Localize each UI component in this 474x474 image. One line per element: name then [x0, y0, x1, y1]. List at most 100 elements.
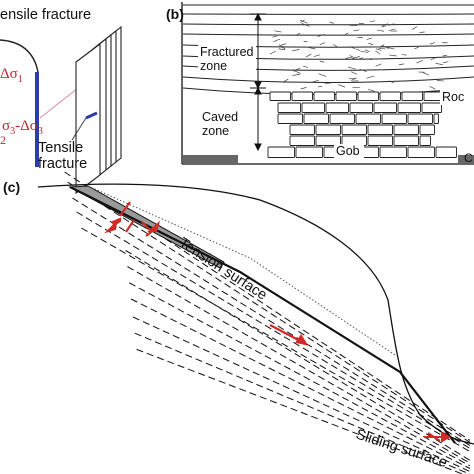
- fracture-tick: [389, 54, 397, 57]
- fracture-tick: [414, 46, 419, 50]
- fracture-tick: [383, 45, 389, 49]
- fracture-tick: [352, 56, 360, 60]
- fracture-tick: [370, 58, 375, 61]
- fracture-tick: [350, 77, 357, 81]
- panel-b-fractures: [269, 19, 449, 92]
- caved-block: [325, 102, 349, 113]
- fracture-tick: [430, 57, 436, 61]
- tension-arrows: [104, 201, 161, 237]
- fracture-tick: [273, 38, 281, 43]
- fracture-tick: [443, 61, 449, 63]
- caved-block: [407, 146, 435, 158]
- fracture-tick: [281, 43, 287, 46]
- caved-block: [419, 135, 431, 146]
- fracture-tick: [305, 53, 312, 58]
- fracture-tick: [366, 75, 375, 79]
- gob-label-bg: [334, 144, 364, 158]
- caved-block: [329, 113, 355, 124]
- caved-label-bg: [200, 107, 244, 139]
- fracture-tick: [283, 78, 289, 82]
- caved-block: [295, 146, 323, 158]
- fracture-tick: [324, 82, 332, 84]
- caved-block: [357, 91, 379, 101]
- fracture-tick: [349, 55, 355, 59]
- zone-dimension-arrows: [250, 12, 266, 152]
- caved-block: [313, 91, 335, 101]
- panel-b-tag: (b): [166, 6, 184, 22]
- fracture-tick: [303, 65, 309, 68]
- fracture-tick: [293, 70, 301, 74]
- rock-plates: [75, 25, 122, 195]
- fracture-tick: [360, 50, 368, 53]
- fracture-tick: [294, 32, 301, 36]
- stratum-line: [182, 33, 474, 36]
- stratum-dash: [128, 282, 471, 467]
- fracture-tick: [359, 68, 367, 73]
- fracture-tick: [317, 34, 325, 37]
- fracture-tick: [318, 73, 327, 77]
- stratum-line: [182, 76, 474, 83]
- stratum-dash: [127, 266, 471, 464]
- sigma3-a-sub: 3: [10, 126, 15, 137]
- caved-block: [269, 91, 291, 101]
- fracture-tick: [358, 57, 363, 60]
- fracture-tick: [279, 45, 286, 50]
- fracture-tick: [274, 30, 282, 33]
- fracture-tick: [319, 42, 326, 46]
- fracture-tick: [369, 20, 376, 23]
- caved-block: [289, 135, 315, 146]
- panel-c: (c) Tension surface: [3, 171, 474, 474]
- stratum-dash: [130, 298, 471, 469]
- caved-block: [397, 102, 421, 113]
- gob-label: Gob: [336, 144, 360, 158]
- caved-block: [355, 113, 381, 124]
- stratum-dash: [132, 316, 471, 472]
- fracture-tick: [351, 71, 357, 75]
- fracture-tick: [299, 19, 308, 24]
- caved-block: [267, 146, 295, 158]
- fracture-tick: [279, 44, 285, 48]
- delta-sigma1-label: Δσ1: [0, 66, 23, 85]
- sliding-surface-label: Sliding surface: [354, 427, 449, 472]
- caved-block: [393, 124, 419, 135]
- panel-b-bottom-strip-right: [458, 155, 474, 164]
- fracture-tick: [345, 56, 353, 59]
- fracture-tick: [303, 40, 308, 43]
- panel-c-strata: [64, 171, 471, 474]
- caved-block: [419, 124, 435, 135]
- fractured-zone-label: zone: [200, 59, 227, 73]
- fractured-label: Fractured: [200, 45, 254, 59]
- fracture-tick: [292, 67, 301, 72]
- fracture-tick: [401, 54, 407, 56]
- sigma2-sub-label: 2: [0, 133, 6, 147]
- fracture-tick: [429, 86, 436, 90]
- caved-block: [341, 124, 367, 135]
- fracture-tick: [348, 46, 356, 50]
- delta-sigma1-text: Δσ: [0, 66, 18, 82]
- fracture-tick: [355, 48, 361, 51]
- fracture-tick: [416, 59, 423, 64]
- caved-block: [367, 124, 393, 135]
- fracture-tick: [388, 23, 395, 26]
- corner-label: C: [464, 151, 473, 165]
- tensile-fracture-top-label: ensile fracture: [0, 7, 91, 23]
- fracture-tick: [300, 87, 307, 90]
- sigma3-label: σ3-Δσ3: [2, 118, 43, 137]
- tensile-leader: [71, 117, 87, 141]
- fracture-tick: [412, 26, 418, 30]
- sigma3-a: σ: [2, 118, 10, 134]
- fracture-tick: [291, 48, 300, 52]
- stratum-dash: [125, 249, 471, 461]
- stratum-dash: [136, 348, 464, 474]
- caved-block: [381, 113, 407, 124]
- caved-block: [401, 91, 423, 101]
- fracture-tick: [301, 23, 310, 27]
- fracture-tick: [292, 73, 301, 76]
- fracture-tick: [422, 72, 430, 76]
- caved-block: [335, 91, 357, 101]
- fracture-tick: [379, 44, 385, 48]
- stratum-dash: [72, 197, 471, 447]
- fracture-tick: [312, 79, 319, 83]
- fracture-tick: [442, 54, 447, 57]
